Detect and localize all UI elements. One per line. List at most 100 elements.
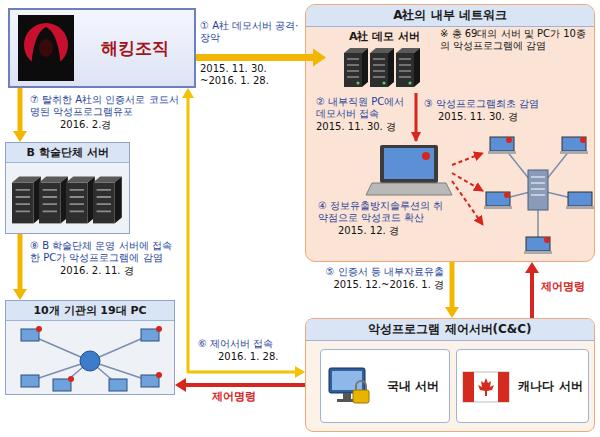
arrow-head — [13, 289, 27, 300]
connector-line — [450, 262, 455, 308]
server-icon — [409, 82, 412, 85]
pc-lock-icon — [353, 390, 369, 403]
annotation-text: 2015. 12. 경 — [338, 225, 438, 237]
node-text: 악성프로그램 제어서버(C&C) — [306, 319, 594, 341]
pc-network-icon — [141, 375, 159, 387]
arrow-head — [445, 307, 459, 318]
spread-arrows — [452, 153, 483, 225]
laptop — [380, 145, 438, 183]
annotation-text: 2015. 11. 30. ~2016. 1. 28. — [200, 63, 304, 87]
edge-label: ⑦ 탈취한 A社의 인증서로 코드서명된 악성프로그램유포 — [30, 94, 180, 118]
connector-arrow — [13, 88, 27, 142]
server-icon — [43, 190, 57, 212]
canada-flag — [478, 378, 494, 396]
pc-network-icon — [80, 351, 100, 371]
pc-cluster — [544, 237, 550, 243]
laptop — [366, 145, 452, 195]
note-text: ※ 총 69대의 서버 및 PC가 10종의 악성프로그램에 감염 — [440, 28, 592, 52]
server-icon — [370, 48, 394, 87]
edge-label: ⑧ B 학술단체 운영 서버에 접속한 PC가 악성프로그램에 감염 — [30, 240, 180, 264]
pc-network-icon — [109, 379, 127, 391]
server-box: 캐나다 서버 — [456, 349, 589, 423]
server-icon — [39, 183, 61, 224]
server-icon — [344, 53, 362, 87]
server-icon — [396, 48, 420, 87]
node-text: B 학술단체 서버 — [6, 143, 129, 163]
annotation-text: 2015. 11. 30. 경 — [438, 111, 578, 123]
pc-network-icon — [156, 372, 162, 378]
server-icon — [115, 177, 122, 224]
connector-line — [18, 234, 23, 290]
server-icon — [12, 167, 124, 227]
hacker-icon — [18, 15, 74, 81]
server-icon — [362, 48, 368, 87]
laptop — [384, 148, 434, 179]
pc-cluster — [568, 192, 592, 206]
edge-label: ① A社 데모서버 공격·장악 — [200, 20, 304, 44]
pc-cluster — [504, 192, 510, 198]
server-icon — [373, 59, 385, 77]
edge-label: ⑥ 제어서버 접속 — [198, 338, 302, 350]
server-icon — [347, 59, 359, 77]
node-text: A社의 내부 네트워크 — [306, 5, 594, 27]
server-icon — [383, 82, 386, 85]
server-icon — [399, 59, 411, 77]
connector-line — [196, 54, 314, 61]
pc-cluster — [506, 137, 512, 143]
arrow-head — [13, 131, 27, 142]
infection-arrow — [416, 93, 417, 141]
annotation-text: ④ 정보유출방지솔루션의 취약점으로 악성코드 확산 — [318, 200, 446, 224]
connector-arrow — [525, 262, 539, 318]
hacker-icon — [39, 39, 53, 57]
server-icon — [66, 183, 88, 224]
hacker-icon — [18, 15, 74, 81]
pc-lock-icon — [332, 371, 362, 390]
server-icon — [388, 48, 394, 87]
pc-group-box: 10개 기관의 19대 PC — [5, 300, 175, 395]
connector-arrow — [445, 262, 459, 318]
server-icon — [12, 183, 34, 224]
server-icon — [344, 48, 368, 87]
connector-line — [185, 383, 305, 387]
edge-label: 제어명령 — [541, 280, 595, 293]
pc-cluster — [560, 151, 588, 154]
pc-cluster — [484, 206, 512, 209]
hacker-icon — [22, 63, 70, 81]
annotation-text: 2015. 12.~2016. 1. 경 — [310, 279, 444, 291]
pc-cluster — [526, 237, 550, 251]
server-box: 국내 서버 — [320, 349, 450, 423]
edge-label: 제어명령 — [212, 390, 282, 403]
server-icon — [12, 177, 41, 224]
pc-cluster — [488, 151, 516, 154]
arrow-head — [175, 378, 186, 392]
server-icon — [97, 190, 111, 212]
server-icon — [93, 183, 115, 224]
node-text: 캐나다 서버 — [518, 378, 582, 395]
arrow-head — [182, 88, 194, 98]
server-icon — [396, 53, 414, 87]
server-icon — [16, 190, 30, 212]
node-text: 국내 서버 — [387, 378, 439, 395]
server-icon — [357, 82, 360, 85]
canada-flag — [463, 372, 509, 402]
server-icon — [414, 48, 420, 87]
server-icon — [66, 177, 95, 224]
laptop — [366, 183, 452, 195]
connector-line — [530, 272, 534, 318]
server-icon — [39, 177, 68, 224]
pc-network-icon — [68, 376, 74, 382]
pc-cluster — [524, 251, 552, 254]
connector-arrow — [175, 378, 305, 392]
server-node: A社 데모 서버 — [326, 27, 443, 91]
spread-arrows — [452, 181, 483, 225]
pc-network-icon — [21, 329, 39, 341]
canada-flag — [463, 372, 474, 402]
server-icon — [70, 190, 84, 212]
annotation-text: 2015. 11. 30. 경 — [316, 121, 412, 133]
pc-network-icon — [21, 375, 39, 387]
canada-flag — [463, 372, 509, 402]
server-box: B 학술단체 서버 — [5, 142, 130, 234]
pc-lock-icon — [356, 381, 366, 390]
annotation-text: 2016. 2. 11. 경 — [60, 265, 180, 277]
connector-arrow — [182, 88, 305, 378]
